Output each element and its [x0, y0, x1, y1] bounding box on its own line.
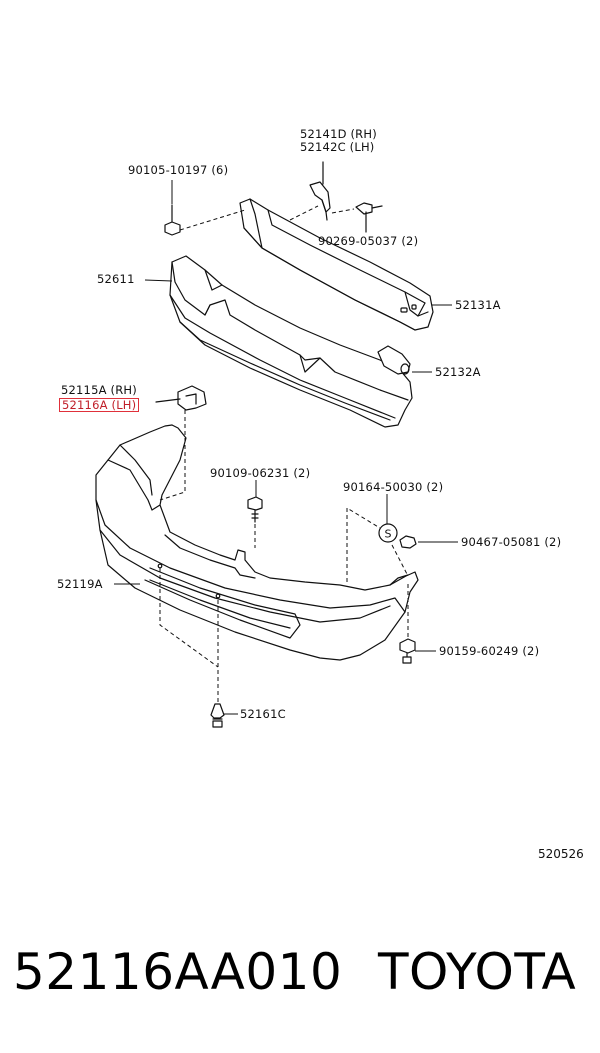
label-52131A: 52131A [455, 298, 501, 312]
label-90467: 90467-05081 (2) [461, 535, 562, 549]
label-52611: 52611 [97, 272, 135, 286]
label-90105: 90105-10197 (6) [128, 163, 229, 177]
bolt-90159 [400, 639, 415, 663]
nut-90467 [400, 536, 416, 548]
brand-name: TOYOTA [378, 943, 577, 1001]
bolt-90105 [165, 205, 180, 235]
label-52161C: 52161C [240, 707, 286, 721]
callout-s [379, 524, 397, 542]
retainer-52132A [378, 346, 410, 375]
label-90109: 90109-06231 (2) [210, 466, 311, 480]
absorber-52611 [170, 256, 412, 427]
label-90269: 90269-05037 (2) [318, 234, 419, 248]
bracket-52141D [310, 162, 330, 220]
label-90164: 90164-50030 (2) [343, 480, 444, 494]
label-52119A: 52119A [57, 577, 103, 591]
label-52142C: 52142C (LH) [300, 140, 375, 154]
label-52115A: 52115A (RH) [61, 383, 137, 397]
screw-90109 [248, 497, 262, 522]
label-52141D: 52141D (RH) [300, 127, 377, 141]
reinforcement-52131A [240, 199, 433, 330]
label-52132A: 52132A [435, 365, 481, 379]
clip-52161C [211, 704, 224, 727]
bumper-cover-52119A [96, 425, 418, 660]
diagram-reference-number: 520526 [538, 847, 584, 861]
label-52116A-highlighted: 52116A (LH) [59, 398, 140, 412]
part-number: 52116AA010 [13, 943, 343, 1001]
callout-s-label: S [385, 528, 392, 541]
screw-90269 [356, 203, 382, 232]
label-90159: 90159-60249 (2) [439, 644, 540, 658]
retainer-52116A [156, 386, 206, 410]
